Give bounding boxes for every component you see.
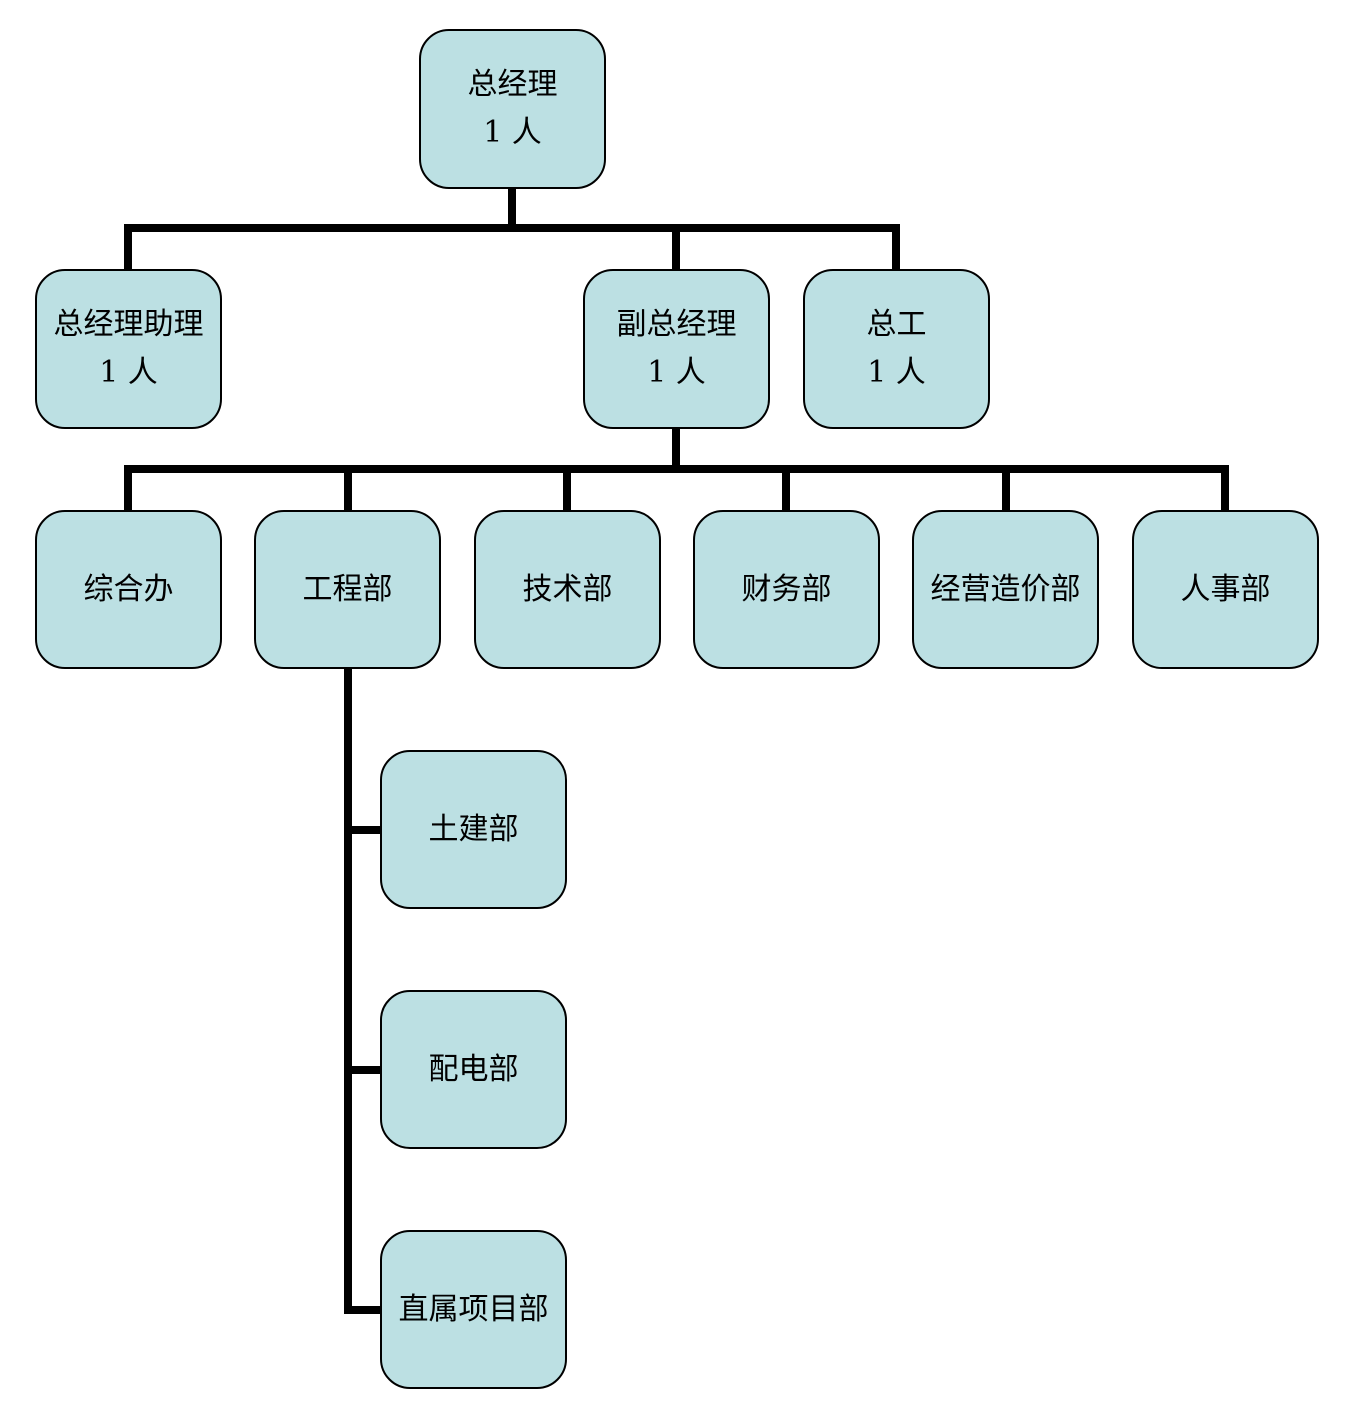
node-title: 总经理 — [467, 67, 558, 102]
node-chief-engineer: 总工 1 人 — [803, 269, 990, 429]
node-general-manager: 总经理 1 人 — [419, 29, 606, 189]
node-general-office: 综合办 — [35, 510, 222, 669]
node-title: 经营造价部 — [930, 571, 1081, 607]
node-civil-dept: 土建部 — [380, 750, 567, 909]
node-finance-dept: 财务部 — [693, 510, 880, 669]
node-title: 财务部 — [741, 571, 832, 607]
node-headcount: 1 人 — [867, 355, 926, 390]
node-gm-assistant: 总经理助理 1 人 — [35, 269, 222, 429]
node-technical-dept: 技术部 — [474, 510, 661, 669]
node-title: 技术部 — [522, 571, 613, 607]
node-title: 配电部 — [428, 1051, 519, 1087]
node-headcount: 1 人 — [99, 355, 158, 390]
node-title: 工程部 — [302, 571, 393, 607]
node-headcount: 1 人 — [647, 355, 706, 390]
node-headcount: 1 人 — [483, 115, 542, 150]
node-title: 总工 — [866, 307, 927, 342]
node-power-distribution-dept: 配电部 — [380, 990, 567, 1149]
node-title: 土建部 — [428, 811, 519, 847]
node-title: 人事部 — [1180, 571, 1271, 607]
node-title: 直属项目部 — [398, 1291, 549, 1327]
node-title: 综合办 — [83, 571, 174, 607]
node-hr-dept: 人事部 — [1132, 510, 1319, 669]
node-deputy-gm: 副总经理 1 人 — [583, 269, 770, 429]
node-direct-projects-dept: 直属项目部 — [380, 1230, 567, 1389]
node-cost-management-dept: 经营造价部 — [912, 510, 1099, 669]
node-title: 总经理助理 — [53, 307, 204, 342]
node-title: 副总经理 — [616, 307, 737, 342]
node-engineering-dept: 工程部 — [254, 510, 441, 669]
